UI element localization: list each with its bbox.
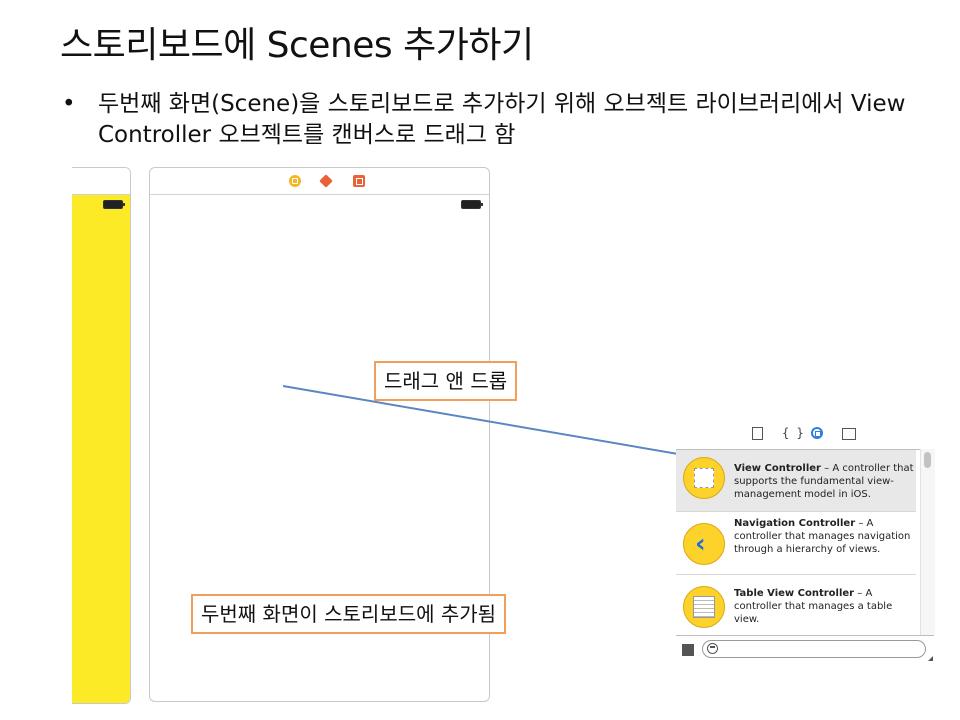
library-item-desc: – A controller that manages navigation t… [734, 518, 911, 555]
first-responder-icon[interactable] [319, 174, 333, 188]
scene-view[interactable] [72, 195, 130, 703]
library-item-text: Navigation Controller – A controller tha… [734, 517, 914, 556]
file-template-icon[interactable] [752, 427, 763, 440]
scrollbar-thumb[interactable] [924, 452, 931, 468]
media-library-icon[interactable] [842, 428, 856, 440]
bullet-text: 두번째 화면(Scene)을 스토리보드로 추가하기 위해 오브젝트 라이브러리… [98, 91, 906, 148]
library-filter-input[interactable] [721, 642, 925, 655]
library-item-text: View Controller – A controller that supp… [734, 462, 914, 501]
view-controller-icon [683, 457, 725, 499]
library-item-name: View Controller [734, 463, 821, 474]
scene-dock [72, 168, 130, 195]
library-item-name: Navigation Controller [734, 518, 856, 529]
library-item-table-view-controller[interactable]: Table View Controller – A controller tha… [676, 575, 916, 636]
code-snippet-icon[interactable]: { } [782, 426, 804, 440]
library-item-navigation-controller[interactable]: ‹ Navigation Controller – A controller t… [676, 512, 916, 575]
library-item-view-controller[interactable]: View Controller – A controller that supp… [676, 450, 916, 512]
library-scrollbar[interactable] [920, 449, 935, 635]
library-item-desc: – A controller that supports the fundame… [734, 463, 914, 500]
scene-dock [150, 168, 489, 195]
exit-icon[interactable] [353, 175, 365, 187]
callout-scene-added: 두번째 화면이 스토리보드에 추가됨 [191, 594, 507, 634]
battery-icon [103, 200, 125, 209]
resize-handle-icon[interactable] [928, 656, 933, 661]
first-scene[interactable] [72, 167, 131, 704]
object-library-list: View Controller – A controller that supp… [676, 449, 934, 636]
grid-view-icon[interactable] [682, 644, 694, 656]
table-view-controller-icon [683, 586, 725, 628]
slide-title: 스토리보드에 Scenes 추가하기 [60, 25, 534, 66]
library-item-text: Table View Controller – A controller tha… [734, 587, 914, 626]
bullet-mark: • [62, 91, 76, 117]
battery-icon [461, 200, 483, 209]
navigation-controller-icon: ‹ [683, 523, 725, 565]
filter-icon [707, 643, 718, 654]
library-filter-field[interactable] [702, 640, 926, 658]
callout-drag-drop: 드래그 앤 드롭 [374, 361, 518, 401]
object-library-icon[interactable] [811, 427, 823, 439]
view-controller-icon[interactable] [289, 175, 301, 187]
library-item-name: Table View Controller [734, 588, 855, 599]
library-footer [676, 635, 934, 664]
library-toolbar: { } [676, 424, 934, 444]
library-item-desc: – A controller that manages a table view… [734, 588, 893, 625]
